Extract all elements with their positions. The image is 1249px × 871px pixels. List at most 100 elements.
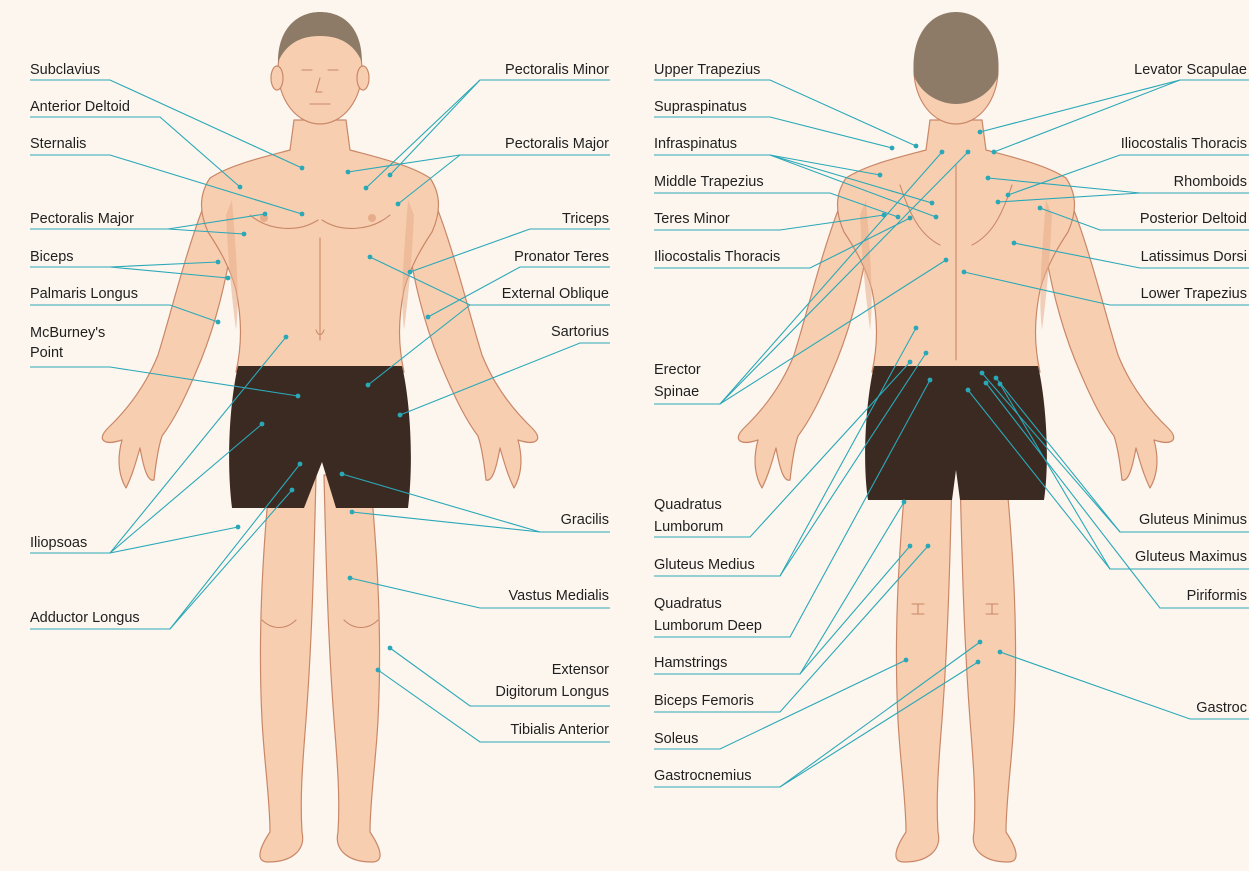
label-gracilis: Gracilis (561, 512, 609, 529)
leader-dot-40 (914, 326, 919, 331)
label-soleus: Soleus (654, 731, 698, 748)
leader-dot-4 (242, 232, 247, 237)
leader-dot-11 (236, 525, 241, 530)
leader-dot-7 (216, 320, 221, 325)
label-palmaris-longus: Palmaris Longus (30, 286, 138, 303)
back-figure (738, 12, 1173, 862)
label-triceps: Triceps (562, 211, 609, 228)
label-gastroc: Gastroc (1196, 700, 1247, 717)
leader-dot-29 (890, 146, 895, 151)
leader-dot-43 (902, 500, 907, 505)
leader-dot-57 (994, 376, 999, 381)
label-lower-trapezius: Lower Trapezius (1141, 286, 1247, 303)
leader-lines-layer (30, 80, 1249, 787)
leader-dot-49 (978, 130, 983, 135)
label-biceps: Biceps (30, 249, 74, 266)
leader-dot-48 (976, 660, 981, 665)
label-gluteus-minimus: Gluteus Minimus (1139, 512, 1247, 529)
label-biceps-femoris: Biceps Femoris (654, 693, 754, 710)
leader-dot-17 (396, 202, 401, 207)
leader-dot-42 (928, 378, 933, 383)
label-piriformis: Piriformis (1187, 588, 1247, 605)
label-latissimus-dorsi: Latissimus Dorsi (1141, 249, 1247, 266)
leader-dot-14 (364, 186, 369, 191)
leader-line-30 (654, 155, 880, 175)
leader-dot-50 (992, 150, 997, 155)
leader-dot-51 (1006, 193, 1011, 198)
label-gluteus-medius: Gluteus Medius (654, 557, 755, 574)
leader-dot-52 (986, 176, 991, 181)
front-left-leg (260, 475, 316, 862)
front-right-nipple (368, 214, 376, 222)
leader-dot-37 (966, 150, 971, 155)
leader-dot-0 (300, 166, 305, 171)
leader-dot-21 (366, 383, 371, 388)
leader-dot-30 (878, 173, 883, 178)
label-teres-minor: Teres Minor (654, 211, 730, 228)
leader-dot-31 (930, 201, 935, 206)
front-right-arm (410, 200, 538, 488)
label-gastrocnemius: Gastrocnemius (654, 768, 752, 785)
label-digitorum-longus: Digitorum Longus (495, 684, 609, 701)
leader-dot-18 (408, 270, 413, 275)
leader-dot-12 (298, 462, 303, 467)
leader-dot-9 (260, 422, 265, 427)
leader-dot-26 (388, 646, 393, 651)
leader-line-13 (30, 490, 292, 629)
leader-dot-56 (962, 270, 967, 275)
front-left-arm (102, 200, 230, 488)
label-rhomboids: Rhomboids (1174, 174, 1247, 191)
label-lumborum: Lumborum (654, 519, 723, 536)
leader-dot-28 (914, 144, 919, 149)
label-iliopsoas: Iliopsoas (30, 535, 87, 552)
label-subclavius: Subclavius (30, 62, 100, 79)
leader-dot-3 (263, 212, 268, 217)
leader-dot-8 (296, 394, 301, 399)
back-right-arm (1046, 200, 1174, 488)
label-middle-trapezius: Middle Trapezius (654, 174, 764, 191)
leader-dot-53 (996, 200, 1001, 205)
leader-dot-54 (1038, 206, 1043, 211)
label-pronator-teres: Pronator Teres (514, 249, 609, 266)
back-left-arm (738, 200, 866, 488)
leader-dot-36 (940, 150, 945, 155)
label-posterior-deltoid: Posterior Deltoid (1140, 211, 1247, 228)
label-extensor: Extensor (552, 662, 609, 679)
leader-dot-35 (908, 216, 913, 221)
leader-dot-1 (238, 185, 243, 190)
leader-dot-62 (998, 650, 1003, 655)
label-upper-trapezius: Upper Trapezius (654, 62, 760, 79)
label-supraspinatus: Supraspinatus (654, 99, 747, 116)
back-hair (913, 12, 998, 104)
leader-dot-44 (908, 544, 913, 549)
label-sartorius: Sartorius (551, 324, 609, 341)
figures-layer (102, 12, 1173, 862)
leader-dot-47 (978, 640, 983, 645)
label-spinae: Spinae (654, 384, 699, 401)
leader-dot-22 (398, 413, 403, 418)
label-anterior-deltoid: Anterior Deltoid (30, 99, 130, 116)
leader-dot-10 (284, 335, 289, 340)
leader-dot-34 (882, 213, 887, 218)
leader-dot-46 (904, 658, 909, 663)
label-gluteus-maximus: Gluteus Maximus (1135, 549, 1247, 566)
front-right-ear (357, 66, 369, 90)
label-sternalis: Sternalis (30, 136, 86, 153)
label-external-oblique: External Oblique (502, 286, 609, 303)
leader-dot-5 (216, 260, 221, 265)
label-lumborum-deep: Lumborum Deep (654, 618, 762, 635)
leader-dot-55 (1012, 241, 1017, 246)
label-quadratus: Quadratus (654, 497, 722, 514)
leader-dot-58 (980, 371, 985, 376)
leader-dot-32 (934, 215, 939, 220)
label-pectoralis-minor: Pectoralis Minor (505, 62, 609, 79)
leader-dot-61 (984, 381, 989, 386)
leader-dot-25 (348, 576, 353, 581)
leader-dot-2 (300, 212, 305, 217)
front-figure (102, 12, 537, 862)
front-right-leg (324, 475, 380, 862)
label-pectoralis-major-left: Pectoralis Major (30, 211, 134, 228)
leader-dot-39 (908, 360, 913, 365)
label-iliocostalis-thoracis-right: Iliocostalis Thoracis (1121, 136, 1247, 153)
